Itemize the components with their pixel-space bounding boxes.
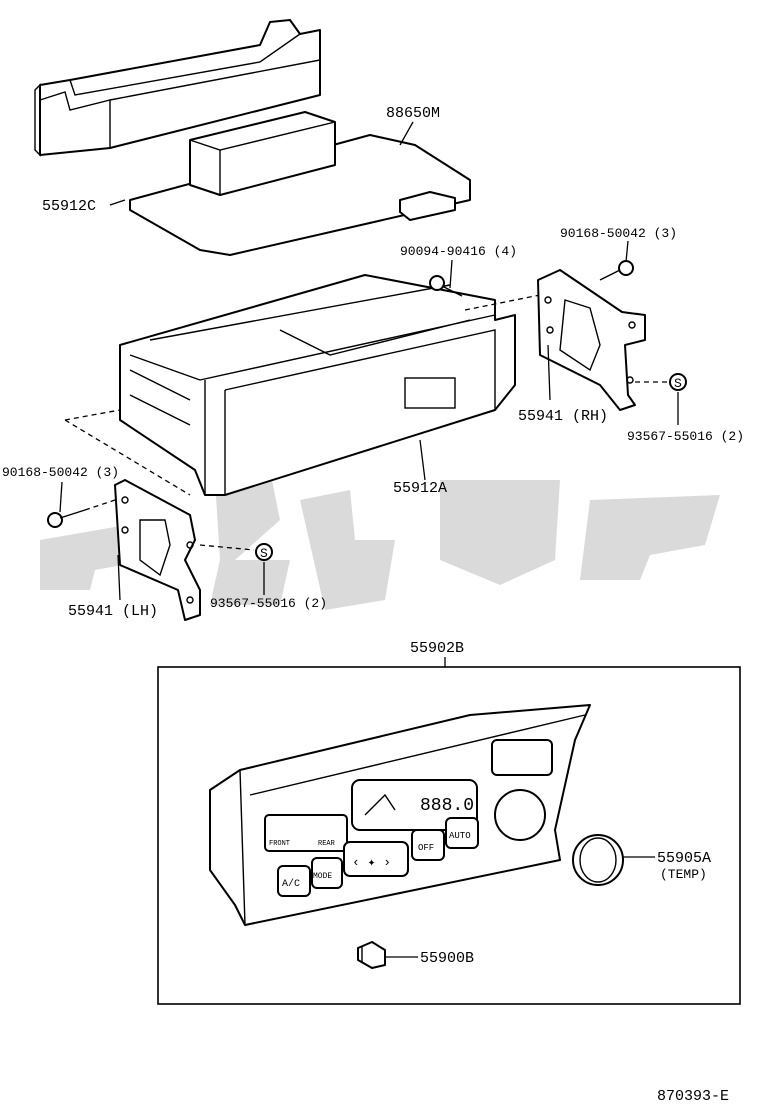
svg-text:MODE: MODE: [313, 872, 332, 881]
screw-icon: [599, 260, 634, 281]
diagram-code: 870393-E: [657, 1088, 729, 1105]
label-55900B: 55900B: [420, 950, 474, 967]
svg-text:AUTO: AUTO: [449, 831, 471, 841]
label-55912A: 55912A: [393, 480, 447, 497]
svg-text:‹ ✦ ›: ‹ ✦ ›: [352, 855, 391, 870]
label-55905A: 55905A: [657, 850, 711, 867]
label-90168-50042-lh: 90168-50042 (3): [2, 465, 119, 480]
recirculation-button: [491, 739, 553, 776]
label-90168-50042-rh: 90168-50042 (3): [560, 226, 677, 241]
label-temp-note: (TEMP): [660, 867, 707, 882]
label-93567-rh: 93567-55016 (2): [627, 429, 744, 444]
svg-text:S: S: [260, 546, 268, 561]
control-panel: FRONT REAR 888.0 A/C MODE ‹ ✦ › OFF AUTO: [209, 704, 591, 926]
temp-knob: [572, 834, 624, 886]
part-55912A-frame: [119, 274, 516, 496]
svg-text:OFF: OFF: [418, 843, 434, 853]
rear-label: REAR: [318, 840, 336, 848]
screw-icon: [429, 275, 463, 297]
label-55902B: 55902B: [410, 640, 464, 657]
label-55912C: 55912C: [42, 198, 96, 215]
ac-button: [277, 865, 311, 897]
label-90094-90416: 90094-90416 (4): [400, 244, 517, 259]
svg-text:A/C: A/C: [282, 878, 300, 890]
part-55912C-bracket: [34, 19, 321, 157]
front-rear-button-group: [264, 814, 348, 852]
label-55941-lh: 55941 (LH): [68, 603, 158, 620]
screw-icon: [47, 509, 86, 528]
part-55941-rh-bracket: [537, 269, 646, 411]
washer-icon: S: [255, 543, 273, 561]
watermark-logo: [40, 470, 720, 610]
mode-button: [311, 857, 343, 889]
label-88650M: 88650M: [386, 105, 440, 122]
part-88650M-plate: [129, 111, 471, 256]
label-55941-rh: 55941 (RH): [518, 408, 608, 425]
temp-readout: 888.0: [420, 796, 474, 816]
fan-speed-button: [343, 841, 409, 877]
assembly-box: [157, 666, 741, 1005]
off-button: [411, 829, 445, 861]
auto-button: [445, 817, 479, 849]
front-label: FRONT: [269, 840, 290, 848]
washer-icon: S: [669, 373, 687, 391]
bulb-icon: [357, 941, 386, 969]
temp-knob-socket: [494, 789, 546, 841]
svg-text:S: S: [674, 376, 682, 391]
part-55941-lh-bracket: [114, 479, 201, 621]
label-93567-lh: 93567-55016 (2): [210, 596, 327, 611]
